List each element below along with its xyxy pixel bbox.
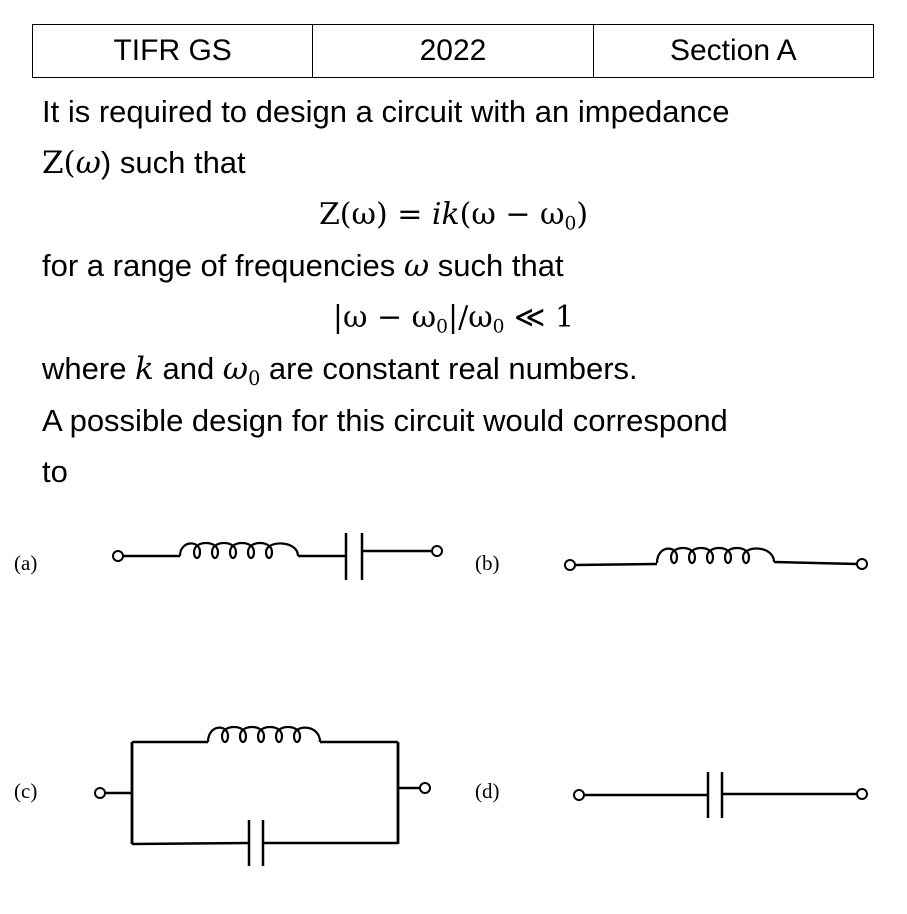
option-c-label: (c) xyxy=(14,779,38,803)
inductor-coil-icon xyxy=(178,541,300,560)
equation-impedance: Z(ω) = ik(ω − ω0) xyxy=(0,195,907,235)
question-line-2: Z(ω) such that xyxy=(42,143,246,183)
terminal-circle-icon xyxy=(564,559,576,571)
terminal-circle-icon xyxy=(112,550,124,562)
line4-sub: 0 xyxy=(248,366,261,390)
line4-k: k xyxy=(135,351,154,387)
question-line-3: for a range of frequencies ω such that xyxy=(42,246,564,286)
terminal-circle-icon xyxy=(431,545,443,557)
line3-omega: ω xyxy=(403,248,430,284)
circuit-c xyxy=(94,725,431,866)
option-d-label: (d) xyxy=(475,779,500,803)
capacitor-plates-icon xyxy=(344,533,364,580)
eq2-sub1: 0 xyxy=(436,316,448,338)
header-exam: TIFR GS xyxy=(31,24,314,78)
eq1-sub: 0 xyxy=(564,213,577,235)
terminal-circle-icon xyxy=(856,788,868,800)
omega-symbol: ω xyxy=(75,145,101,181)
equation-condition: |ω − ω0|/ω0 ≪ 1 xyxy=(0,298,907,338)
terminal-circle-icon xyxy=(419,782,431,794)
terminal-circle-icon xyxy=(573,789,585,801)
line4-post: are constant real numbers. xyxy=(260,351,638,386)
eq1-lhs: Z(ω) = xyxy=(318,197,432,232)
terminal-circle-icon xyxy=(856,558,868,570)
inductor-coil-icon xyxy=(655,546,776,565)
eq1-rhs: (ω − ω xyxy=(459,197,565,232)
line4-omega: ω xyxy=(222,351,249,387)
eq1-close: ) xyxy=(576,197,589,232)
circuit-b xyxy=(564,546,868,571)
capacitor-plates-icon xyxy=(247,820,265,866)
eq2-c: ≪ 1 xyxy=(504,300,575,335)
paren: ) such that xyxy=(100,145,246,180)
line3-post: such that xyxy=(429,248,564,283)
eq2-a: |ω − ω xyxy=(332,300,437,335)
eq2-sub2: 0 xyxy=(492,316,505,338)
terminal-circle-icon xyxy=(94,787,106,799)
question-line-5: A possible design for this circuit would… xyxy=(42,403,728,438)
question-line-6: to xyxy=(42,454,68,489)
circuit-a xyxy=(112,533,443,580)
option-b-label: (b) xyxy=(475,551,500,575)
circuit-d xyxy=(573,772,868,818)
option-a-label: (a) xyxy=(14,551,38,575)
eq2-b: |/ω xyxy=(447,300,493,335)
header-section: Section A xyxy=(592,24,875,78)
z-symbol: Z( xyxy=(42,145,76,181)
header-year: 2022 xyxy=(312,24,594,78)
header-table: TIFR GS 2022 Section A xyxy=(31,24,875,78)
question-line-4: where k and ω0 are constant real numbers… xyxy=(42,349,638,389)
line4-mid: and xyxy=(153,351,223,386)
question-line-1: It is required to design a circuit with … xyxy=(42,94,730,129)
capacitor-plates-icon xyxy=(706,772,724,818)
line3-pre: for a range of frequencies xyxy=(42,248,404,283)
inductor-coil-icon xyxy=(206,725,322,744)
line4-pre: where xyxy=(42,351,136,386)
eq1-ik: ik xyxy=(431,197,460,232)
